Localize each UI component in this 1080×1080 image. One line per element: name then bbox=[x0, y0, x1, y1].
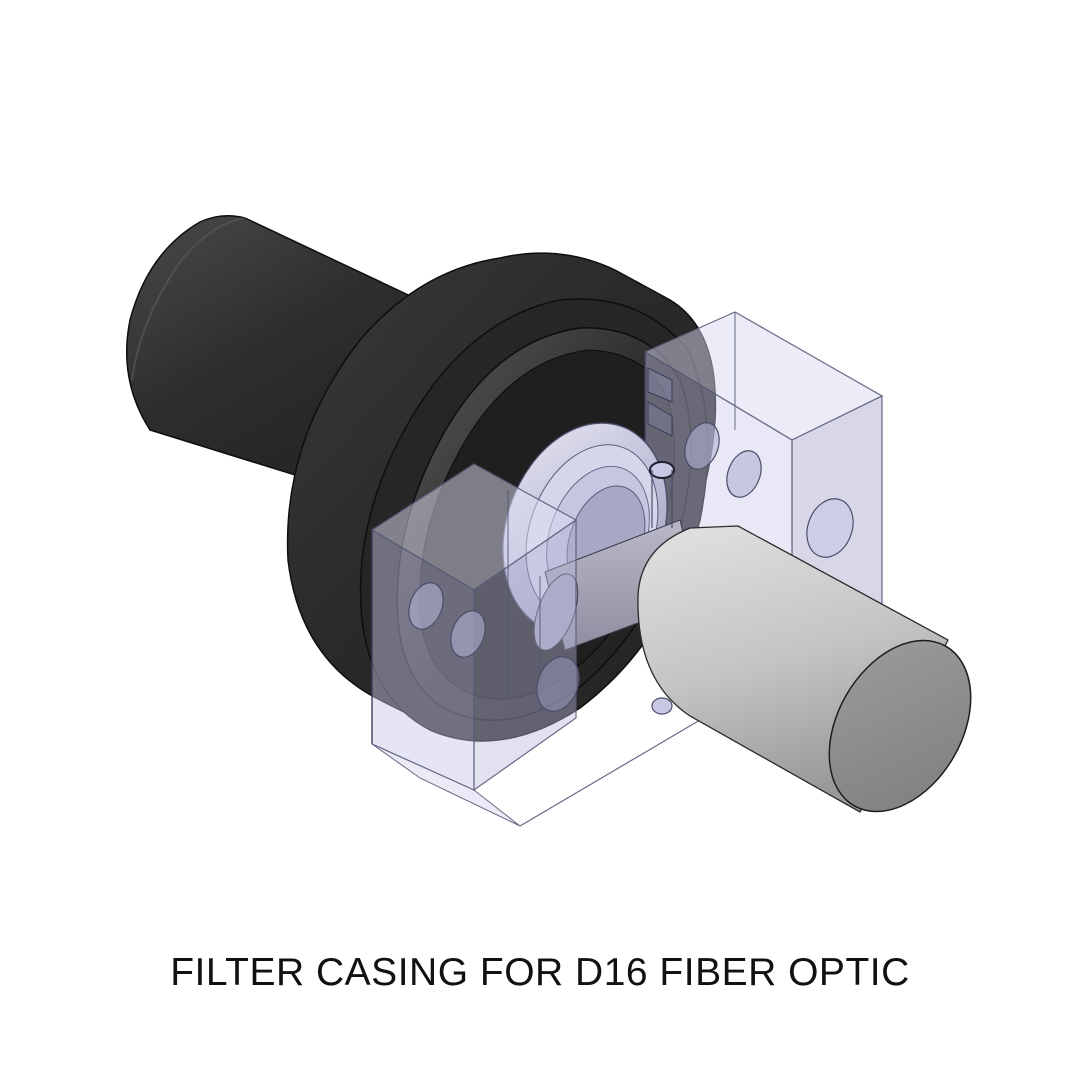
diagram-caption: FILTER CASING FOR D16 FIBER OPTIC bbox=[170, 951, 910, 994]
transparent-casing-front-block bbox=[370, 463, 701, 827]
screw-holes bbox=[408, 422, 854, 715]
silver-ferrule bbox=[637, 525, 972, 813]
